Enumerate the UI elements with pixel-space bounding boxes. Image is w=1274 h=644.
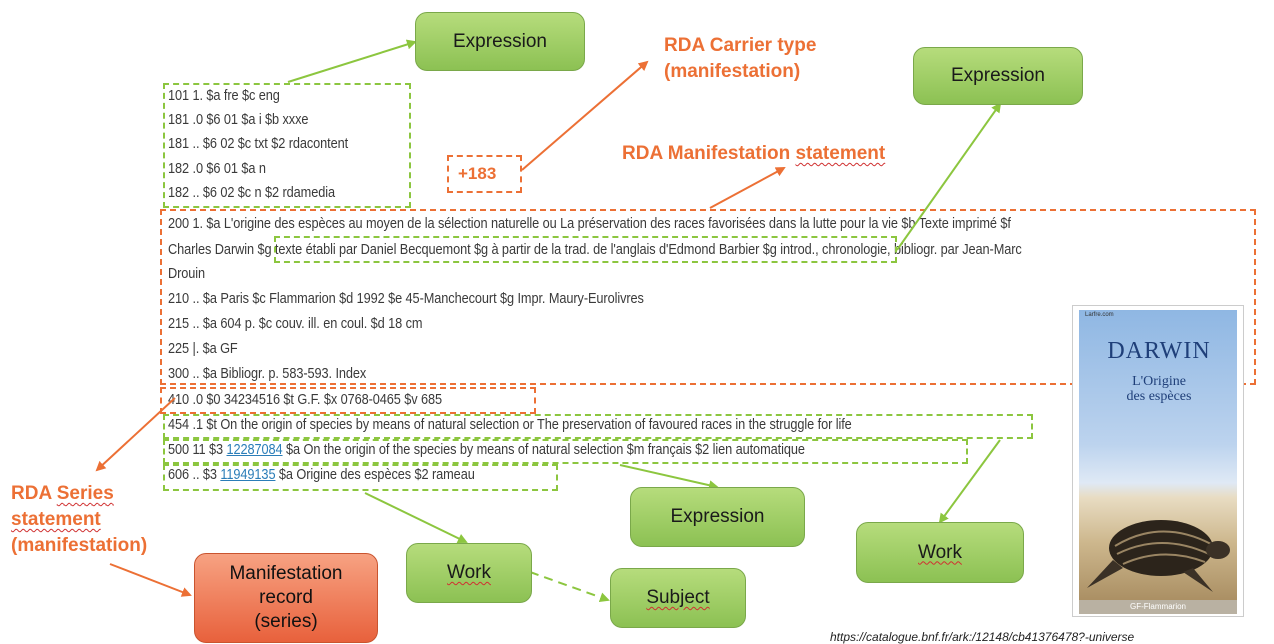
series-frame [160,387,536,414]
label-manifestation-statement: RDA Manifestation statement [622,143,886,164]
field-200-line1: 200 1. $a L'origine des espèces au moyen… [168,216,1011,232]
arrow-expression-bottom [619,464,719,491]
source-url: https://catalogue.bnf.fr/ark:/12148/cb41… [830,630,1135,644]
arrow-expression-right [896,102,1002,251]
record-line-182-1: 182 .. $6 02 $c n $2 rdamedia [168,185,335,201]
field-200-line2: Charles Darwin $g texte établi par Danie… [168,242,1022,258]
cover-title: L'Origine des espèces [1126,374,1192,404]
entity-expression-bottom: Expression [630,487,805,547]
arrow-expression-top [287,39,417,83]
arrow-manifestation-record [109,563,192,597]
field-500-authority-link[interactable]: 12287084 [226,442,283,458]
cover-publisher-top: Larfre.com [1085,312,1114,318]
expression-g-frame [274,236,897,263]
arrow-work-left [364,492,468,544]
label-carrier-type: RDA Carrier type (manifestation) [664,35,817,82]
field-500-prefix: 500 11 $3 [168,442,227,458]
entity-expression-top: Expression [415,12,585,71]
cover-author: DARWIN [1107,338,1211,364]
field-500: 500 11 $3 12287084 $a On the origin of t… [168,440,805,461]
field-210: 210 .. $a Paris $c Flammarion $d 1992 $e… [168,291,644,307]
record-line-182-0: 182 .0 $6 01 $a n [168,161,266,177]
book-cover-image: Larfre.com DARWIN L'Origine des espèces … [1072,305,1244,617]
expression-500-frame [163,439,968,464]
field-200-line3: Drouin [168,266,206,282]
field-410: 410 .0 $0 34234516 $t G.F. $x 0768-0465 … [168,392,443,408]
entity-work-left: Work [406,543,532,603]
field-606: 606 .. $3 11949135 $a Origine des espèce… [168,465,475,486]
manifestation-statement-frame [160,209,1256,385]
arrow-manifestation-statement [709,167,786,209]
field-606-authority-link[interactable]: 11949135 [220,467,276,483]
entity-subject: Subject [610,568,746,628]
arrow-series-statement [95,397,176,472]
record-line-181-1: 181 .. $6 02 $c txt $2 rdacontent [168,136,349,152]
work-454-frame [163,414,1033,439]
field-300: 300 .. $a Bibliogr. p. 583-593. Index [168,366,367,382]
field-606-rest: $a Origine des espèces $2 rameau [275,467,475,483]
label-series-statement: RDA Series statement (manifestation) [11,483,148,556]
expression-fields-frame [163,83,411,208]
subject-606-frame [163,464,558,491]
turtle-illustration [1087,520,1230,592]
arrow-work-subject [529,571,610,603]
entity-work-right: Work [856,522,1024,583]
field-500-rest: $a On the origin of the species by means… [282,442,805,458]
cover-imprint: GF-Flammarion [1079,600,1237,614]
field-225: 225 |. $a GF [168,341,238,357]
arrow-work-right [938,439,1001,524]
field-215: 215 .. $a 604 p. $c couv. ill. en coul. … [168,316,423,332]
carrier-type-frame [447,155,522,193]
field-454: 454 .1 $t On the origin of species by me… [168,417,852,433]
entity-expression-right: Expression [913,47,1083,105]
record-line-181-0: 181 .0 $6 01 $a i $b xxxe [168,112,309,128]
record-line-101: 101 1. $a fre $c eng [168,88,280,104]
field-606-prefix: 606 .. $3 [168,467,221,483]
entity-manifestation-record: Manifestation record (series) [194,553,378,643]
arrow-carrier-type [521,60,649,171]
carrier-note: +183 [458,164,497,183]
